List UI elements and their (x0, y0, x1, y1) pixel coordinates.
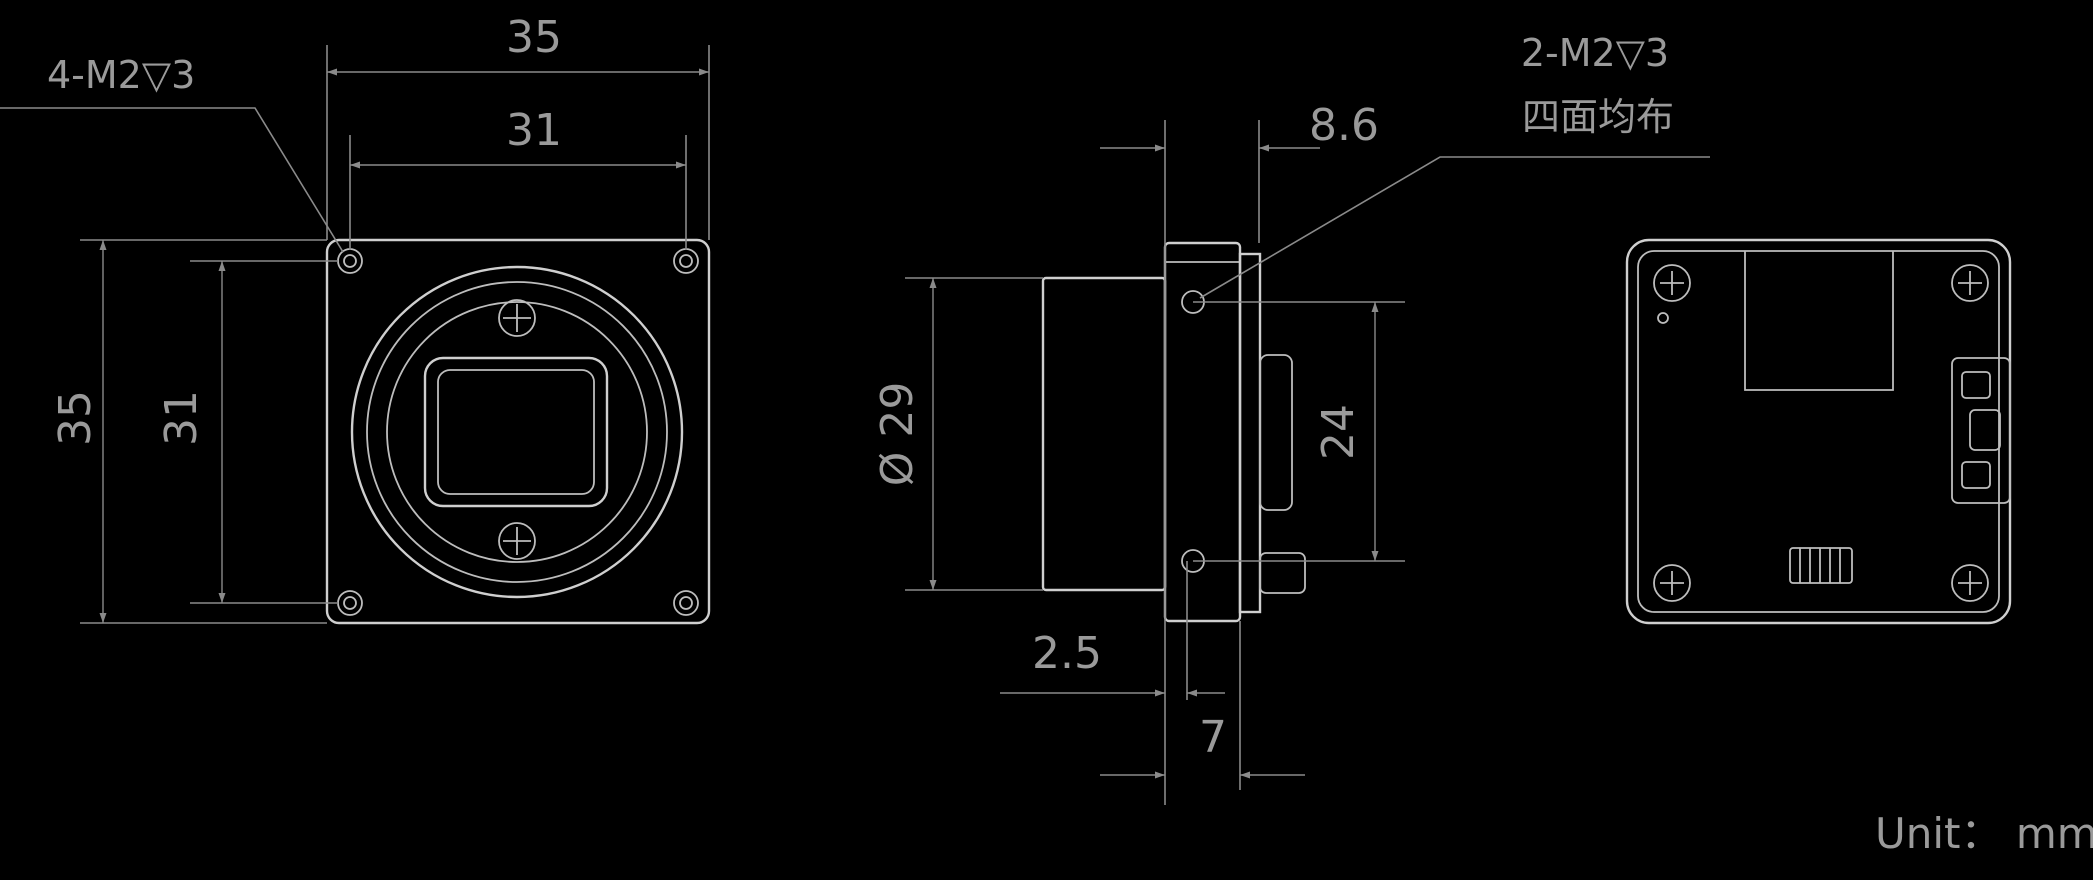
rear-usb-connector (1951, 357, 2011, 504)
rear-screw-br (1951, 564, 1989, 602)
rear-gpio-connector (1789, 547, 1853, 584)
front-mount-hole-tl (337, 248, 363, 274)
side-base-label: 7 (1199, 712, 1227, 763)
side-screw-leader (1199, 156, 1710, 299)
front-screw-note: 4-M2▽3 (47, 53, 195, 97)
side-flange-label: 2.5 (1032, 628, 1102, 679)
sensor-window-inner (437, 369, 595, 495)
side-screw-note: 2-M2▽3 (1521, 31, 1669, 75)
lens-mount-ring (366, 281, 668, 583)
side-height-label: 24 (1313, 404, 1364, 460)
rear-screw-tr (1951, 264, 1989, 302)
side-body (1238, 252, 1262, 614)
rear-screw-tl (1653, 264, 1691, 302)
front-body-outline (325, 238, 711, 625)
front-view: 35 31 35 31 4-M2▽3 (0, 12, 711, 625)
ring-screw-top (498, 299, 536, 337)
side-flange (1163, 241, 1242, 623)
rear-label-plate (1744, 251, 1894, 391)
side-lens-barrel (1041, 276, 1167, 592)
side-lower-connector (1259, 552, 1306, 594)
rear-status-led (1657, 312, 1669, 324)
ring-screw-bottom (498, 522, 536, 560)
front-width-inner-label: 31 (506, 105, 562, 156)
front-height-inner-label: 31 (156, 390, 207, 446)
front-height-outer-label: 35 (50, 390, 101, 446)
rear-screw-bl (1653, 564, 1691, 602)
front-screw-leader (0, 107, 344, 253)
rear-view (1625, 238, 2012, 625)
front-mount-hole-bl (337, 590, 363, 616)
unit-label: Unit： mm (1875, 809, 2093, 858)
side-diameter-label: Ø 29 (872, 382, 923, 487)
front-mount-hole-br (673, 590, 699, 616)
lens-mount-inner-ring (386, 301, 648, 563)
sensor-window (423, 356, 609, 508)
side-screw-note-distribution: 四面均布 (1522, 95, 1674, 139)
front-mount-hole-tr (673, 248, 699, 274)
side-depth-label: 8.6 (1309, 100, 1379, 151)
front-width-outer-label: 35 (506, 12, 562, 63)
lens-mount-outer-ring (350, 265, 684, 599)
side-connector (1259, 354, 1293, 511)
side-view: 8.6 2-M2▽3 四面均布 Ø 29 24 2.5 7 (872, 31, 1710, 805)
